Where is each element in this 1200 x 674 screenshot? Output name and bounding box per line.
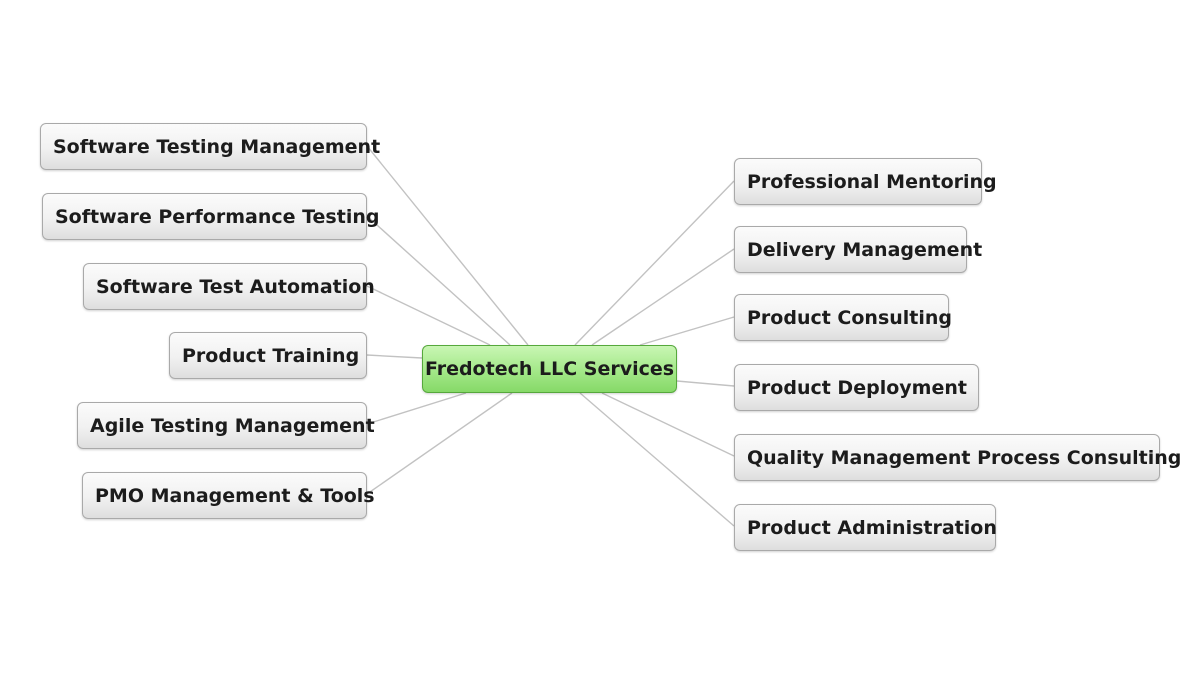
link-product-deployment [676,380,735,387]
topic-software-test-automation[interactable]: Software Test Automation [83,263,375,310]
topic-label: Delivery Management [747,238,983,261]
topic-product-deployment[interactable]: Product Deployment [734,364,979,411]
topic-software-performance-testing[interactable]: Software Performance Testing [42,193,379,240]
link-software-performance-testing [366,215,511,346]
link-software-test-automation [366,285,491,346]
topic-product-consulting[interactable]: Product Consulting [734,294,953,341]
topic-agile-testing-management[interactable]: Agile Testing Management [77,402,375,449]
topic-label: Software Performance Testing [55,205,380,228]
topic-label: Quality Management Process Consulting [747,446,1182,469]
topic-label: Product Deployment [747,376,967,399]
topic-professional-mentoring[interactable]: Professional Mentoring [734,158,997,205]
link-product-training [366,354,423,359]
topic-label: PMO Management & Tools [95,484,375,507]
link-product-consulting [639,316,735,346]
topic-label: Agile Testing Management [90,414,375,437]
topic-label: Product Training [182,344,360,367]
center-topic[interactable]: Fredotech LLC Services [422,345,677,393]
topic-product-training[interactable]: Product Training [169,332,367,379]
link-delivery-management [591,248,735,346]
link-agile-testing-management [366,392,467,425]
topic-label: Software Testing Management [53,135,381,158]
link-pmo-management-tools [366,392,513,495]
link-professional-mentoring [574,180,735,346]
center-topic-label: Fredotech LLC Services [424,358,675,380]
topic-product-administration[interactable]: Product Administration [734,504,997,551]
topic-label: Product Administration [747,516,997,539]
link-product-administration [579,392,735,527]
link-software-testing-management [366,145,529,346]
topic-delivery-management[interactable]: Delivery Management [734,226,982,273]
topic-label: Product Consulting [747,306,953,329]
topic-label: Software Test Automation [96,275,375,298]
topic-software-testing-management[interactable]: Software Testing Management [40,123,380,170]
link-quality-management-process-consulting [601,392,735,457]
topic-quality-management-process-consulting[interactable]: Quality Management Process Consulting [734,434,1181,481]
topic-pmo-management-tools[interactable]: PMO Management & Tools [82,472,375,519]
topic-label: Professional Mentoring [747,170,997,193]
